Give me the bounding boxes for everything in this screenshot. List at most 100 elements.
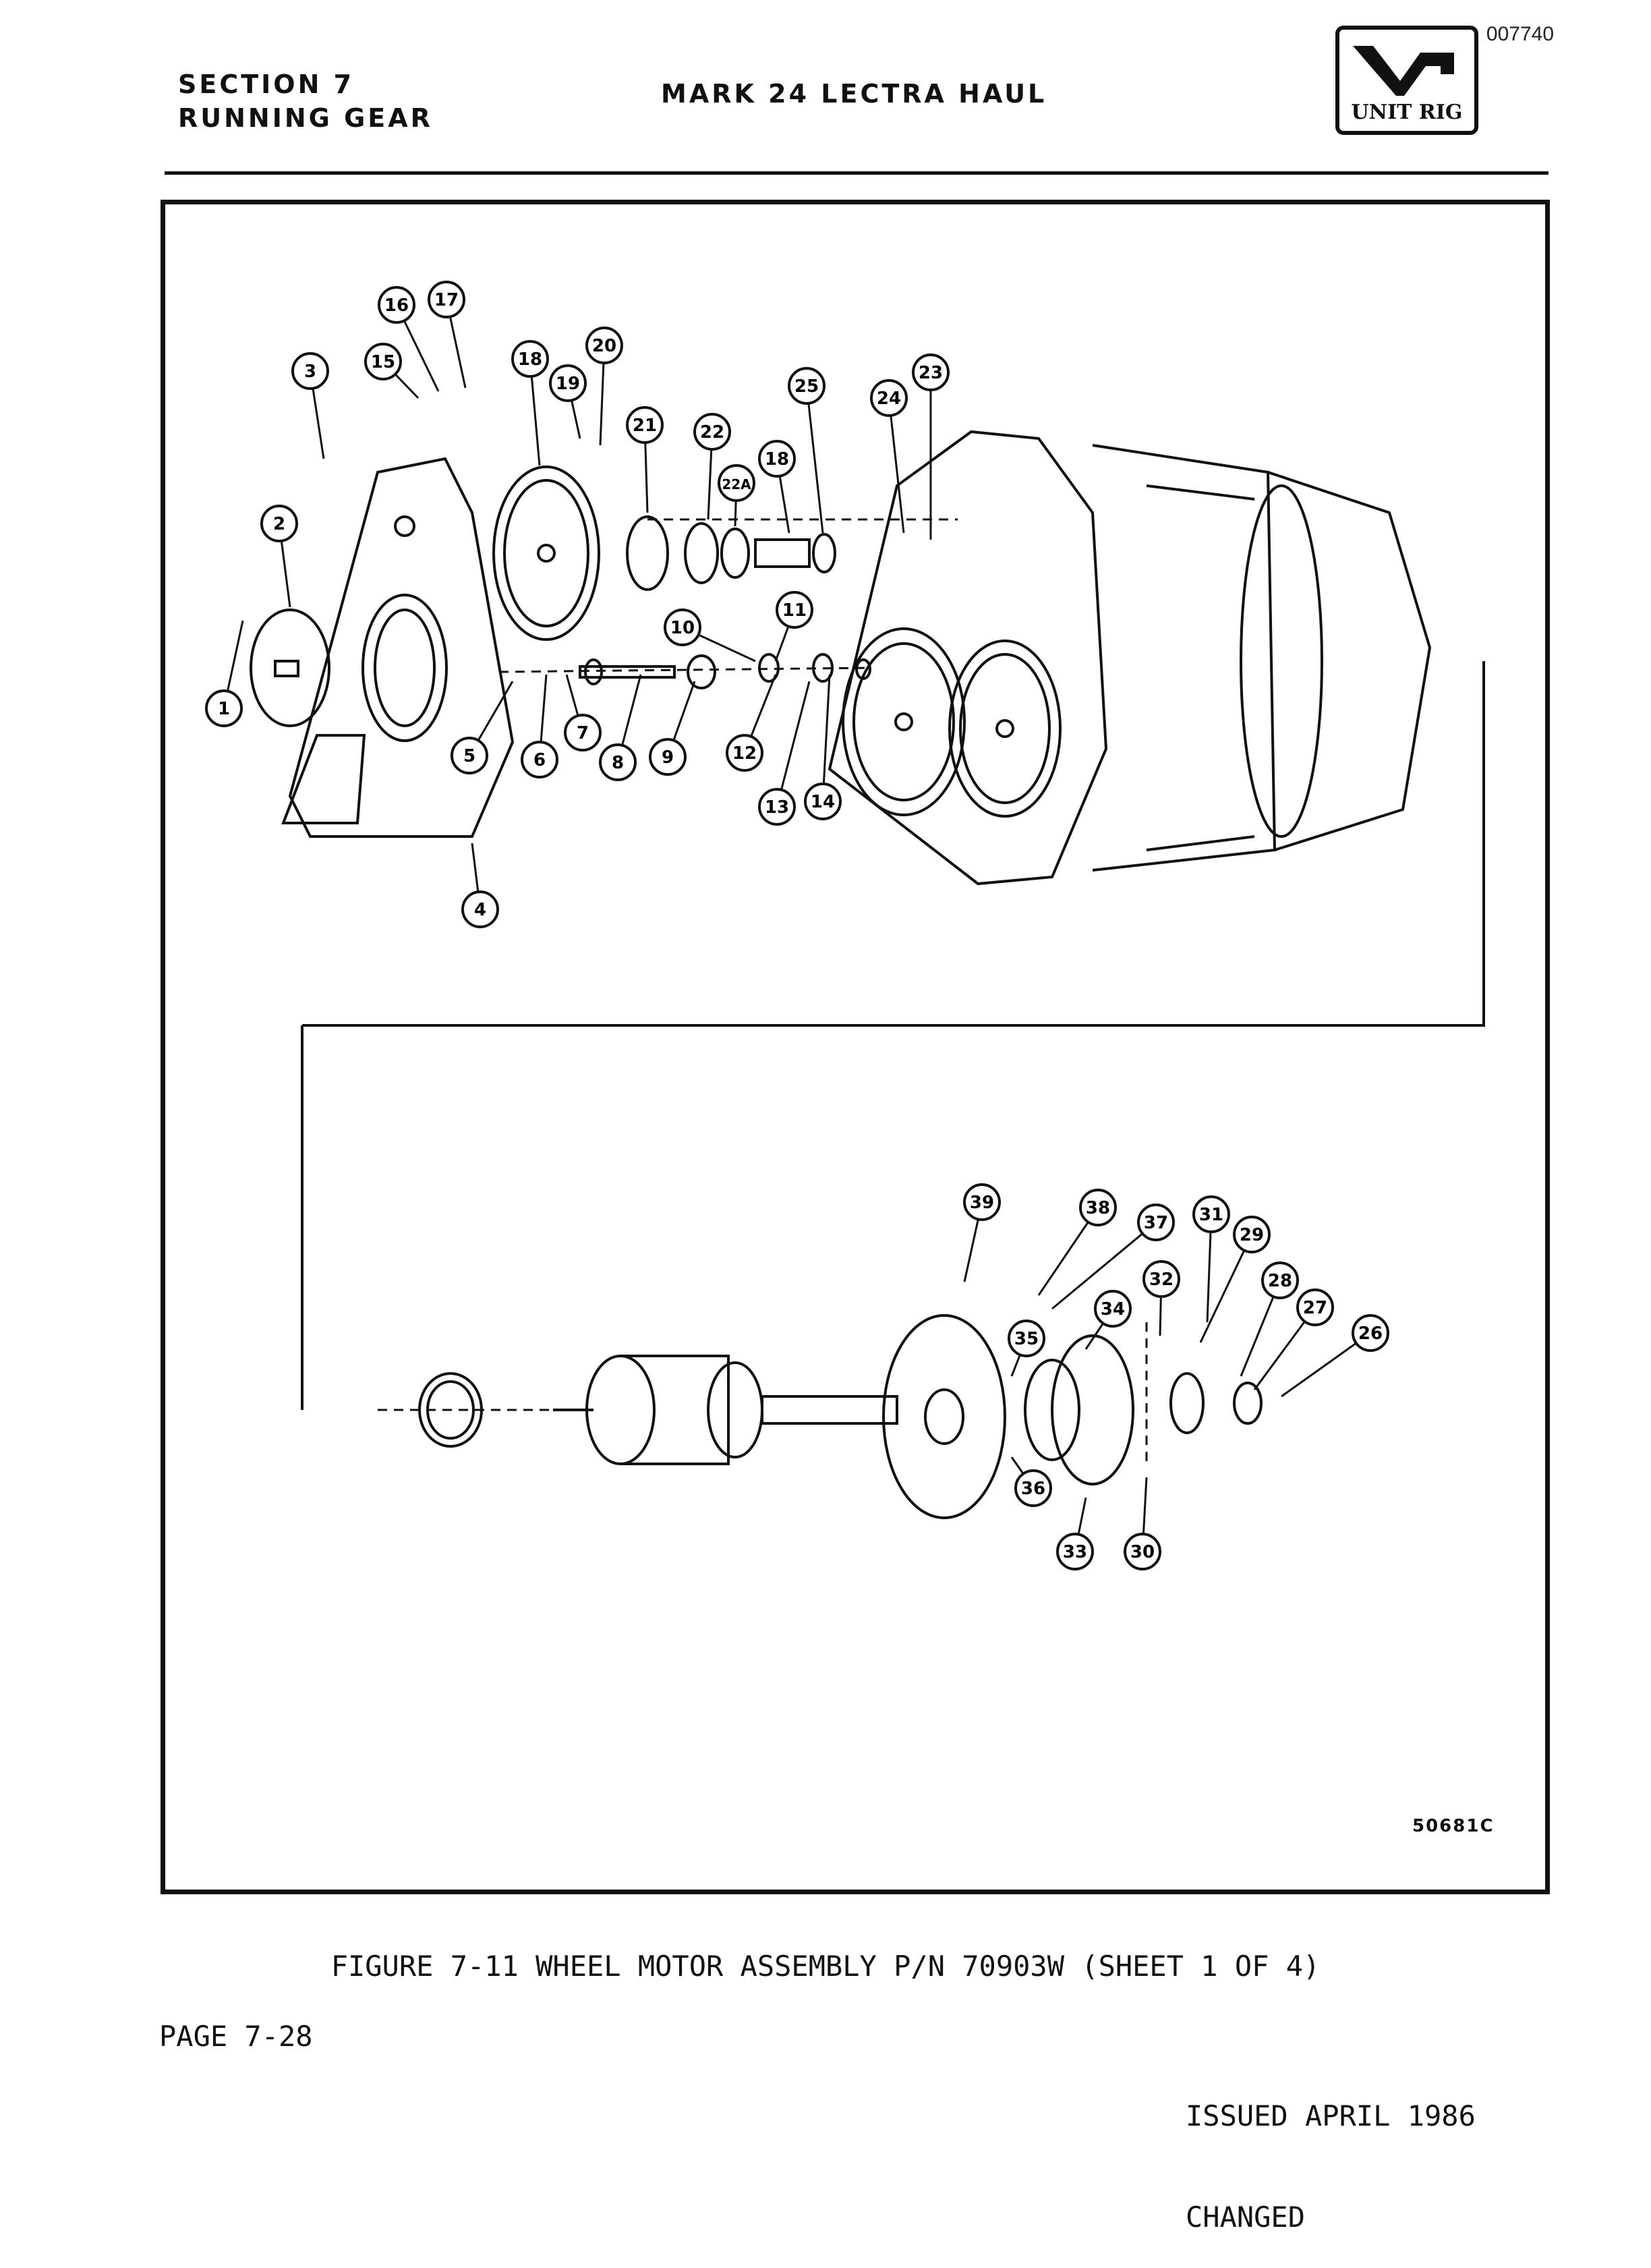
callout-23: 23 bbox=[912, 353, 950, 540]
callout-label: 32 bbox=[1149, 1270, 1174, 1290]
callout-circle bbox=[758, 788, 796, 826]
callout-circle bbox=[1008, 1320, 1045, 1357]
callout-label: 28 bbox=[1268, 1271, 1292, 1291]
callout-label: 22A bbox=[722, 476, 751, 492]
callout-18: 18 bbox=[758, 440, 796, 534]
callout-circle bbox=[364, 343, 402, 380]
gear-18 bbox=[492, 465, 600, 641]
callout-label: 13 bbox=[765, 797, 789, 818]
section-title: RUNNING GEAR bbox=[178, 103, 433, 133]
callout-label: 18 bbox=[518, 349, 542, 370]
callout-38: 38 bbox=[1037, 1189, 1117, 1296]
callout-label: 30 bbox=[1130, 1542, 1155, 1562]
callout-13: 13 bbox=[758, 681, 811, 826]
callout-label: 23 bbox=[919, 363, 943, 383]
callout-18: 18 bbox=[511, 340, 549, 466]
callout-label: 24 bbox=[877, 389, 901, 409]
callout-circle bbox=[1142, 1260, 1180, 1298]
callout-27: 27 bbox=[1253, 1288, 1334, 1390]
callout-11: 11 bbox=[774, 591, 813, 662]
callout-6: 6 bbox=[521, 674, 558, 778]
callout-29: 29 bbox=[1199, 1216, 1271, 1343]
callout-label: 38 bbox=[1086, 1198, 1110, 1218]
callout-39: 39 bbox=[963, 1183, 1001, 1282]
callout-circle bbox=[758, 440, 796, 478]
callout-label: 11 bbox=[782, 600, 807, 621]
page-number: PAGE 7-28 bbox=[159, 2020, 313, 2053]
callout-circle bbox=[291, 352, 329, 390]
callout-label: 25 bbox=[794, 376, 819, 397]
callout-circle bbox=[511, 340, 549, 378]
callout-label: 18 bbox=[765, 449, 789, 470]
callout-circle bbox=[870, 379, 908, 417]
callout-label: 35 bbox=[1014, 1329, 1039, 1349]
callout-circle bbox=[1094, 1290, 1132, 1328]
callout-31: 31 bbox=[1192, 1195, 1230, 1323]
callout-33: 33 bbox=[1056, 1497, 1094, 1570]
callout-9: 9 bbox=[649, 681, 696, 776]
callout-label: 6 bbox=[533, 750, 546, 770]
header-rule bbox=[165, 171, 1548, 175]
callout-36: 36 bbox=[1010, 1456, 1052, 1507]
callout-circle bbox=[912, 353, 950, 391]
callout-22a: 22A bbox=[718, 464, 755, 527]
callout-circle bbox=[599, 743, 637, 781]
callout-label: 5 bbox=[463, 746, 475, 766]
leader-line bbox=[776, 681, 811, 807]
callout-12: 12 bbox=[726, 674, 777, 772]
callout-label: 21 bbox=[633, 416, 657, 436]
callout-circle bbox=[788, 367, 826, 405]
leader-line bbox=[888, 397, 905, 534]
callout-circle bbox=[1192, 1195, 1230, 1233]
callout-16: 16 bbox=[378, 286, 440, 392]
callout-34: 34 bbox=[1084, 1290, 1132, 1350]
callout-label: 16 bbox=[384, 295, 409, 316]
callout-22: 22 bbox=[693, 413, 731, 520]
callout-label: 8 bbox=[612, 753, 624, 773]
unit-rig-logo: UNIT RIG bbox=[1335, 26, 1478, 135]
callout-circle bbox=[205, 689, 243, 727]
callout-label: 34 bbox=[1101, 1299, 1125, 1320]
callout-circle bbox=[1233, 1216, 1271, 1253]
leader-line bbox=[821, 674, 831, 802]
callout-label: 15 bbox=[371, 352, 395, 372]
callout-circle bbox=[378, 286, 415, 324]
callout-label: 12 bbox=[732, 743, 757, 764]
callout-circle bbox=[451, 737, 488, 774]
callout-circle bbox=[260, 505, 298, 542]
callout-label: 4 bbox=[474, 900, 486, 920]
callout-circle bbox=[521, 741, 558, 778]
callout-32: 32 bbox=[1142, 1260, 1180, 1336]
gear-housing bbox=[828, 430, 1108, 886]
callout-circle bbox=[1079, 1189, 1117, 1226]
callout-19: 19 bbox=[549, 364, 587, 439]
callout-circle bbox=[1056, 1533, 1094, 1570]
callout-label: 29 bbox=[1240, 1225, 1264, 1245]
callout-label: 26 bbox=[1358, 1324, 1383, 1344]
callout-17: 17 bbox=[428, 281, 467, 389]
manual-title: MARK 24 LECTRA HAUL bbox=[661, 79, 1047, 109]
issue-date: ISSUED APRIL 1986 bbox=[1186, 2099, 1476, 2132]
callout-label: 19 bbox=[556, 374, 580, 394]
callout-2: 2 bbox=[260, 505, 298, 608]
logo-text: UNIT RIG bbox=[1351, 101, 1463, 124]
document-id: 007740 bbox=[1486, 23, 1554, 45]
callout-7: 7 bbox=[564, 674, 602, 752]
callout-35: 35 bbox=[1008, 1320, 1045, 1377]
callout-14: 14 bbox=[804, 674, 842, 820]
callout-circle bbox=[1296, 1288, 1334, 1326]
callout-30: 30 bbox=[1124, 1477, 1161, 1570]
callout-circle bbox=[461, 890, 499, 928]
callout-circle bbox=[626, 406, 664, 444]
callout-20: 20 bbox=[585, 327, 623, 446]
callout-circle bbox=[726, 734, 763, 772]
callout-circle bbox=[1014, 1469, 1052, 1507]
leader-line bbox=[1051, 1221, 1157, 1310]
callout-circle bbox=[1137, 1203, 1175, 1241]
callout-circle bbox=[718, 464, 755, 502]
logo-mark-icon bbox=[1353, 46, 1454, 96]
callout-circle bbox=[1261, 1261, 1299, 1299]
callout-24: 24 bbox=[870, 379, 908, 534]
callout-circle bbox=[664, 608, 701, 646]
